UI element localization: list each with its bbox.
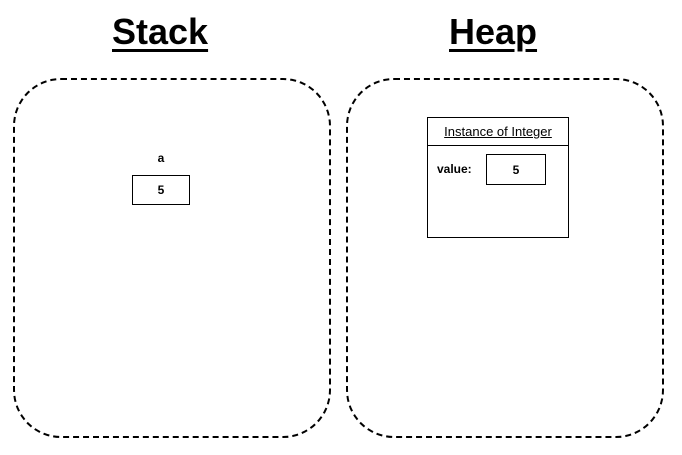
heap-field-box: 5 bbox=[486, 154, 546, 185]
heap-object: Instance of Integer value: 5 bbox=[427, 117, 569, 238]
heap-field-value: 5 bbox=[512, 162, 520, 177]
heap-region bbox=[346, 78, 664, 438]
stack-variable-name: a bbox=[157, 151, 165, 165]
stack-title: Stack bbox=[112, 11, 209, 52]
heap-title: Heap bbox=[449, 11, 538, 52]
stack-region bbox=[13, 78, 331, 438]
heap-object-header: Instance of Integer bbox=[428, 118, 568, 146]
heap-object-type: Instance of Integer bbox=[444, 124, 552, 139]
heap-field-label: value: bbox=[437, 162, 472, 176]
stack-variable-box: 5 bbox=[132, 175, 190, 205]
stack-variable-value: 5 bbox=[157, 183, 165, 197]
